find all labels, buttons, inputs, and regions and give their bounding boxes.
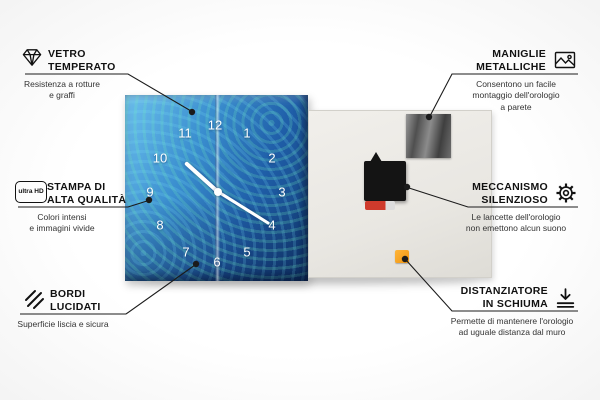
diamond-icon [20, 46, 44, 69]
callout-title-distanziatore-in-schiuma: DISTANZIATORE IN SCHIUMA [460, 285, 548, 310]
down-arrow-wall-icon [553, 286, 578, 311]
gear-icon [553, 180, 579, 206]
minute-hand [217, 190, 270, 226]
clock-mechanism [364, 152, 406, 210]
callout-desc-maniglie-metalliche: Consentono un facile montaggio dell'orol… [472, 79, 560, 112]
clock-front-glass: 1 2 3 4 5 6 7 8 9 10 11 12 [125, 95, 308, 281]
clock-number: 5 [243, 244, 251, 260]
clock-number: 12 [207, 117, 223, 133]
callout-title-stampa-alta-qualita: STAMPA DI ALTA QUALITÀ [47, 181, 127, 206]
callout-title-maniglie-metalliche: MANIGLIE METALLICHE [476, 48, 546, 73]
callout-title-vetro-temperato: VETRO TEMPERATO [48, 48, 116, 73]
callout-desc-distanziatore-in-schiuma: Permette di mantenere l'orologio ad ugua… [450, 316, 574, 338]
callout-desc-vetro-temperato: Resistenza a rotture e graffi [23, 79, 101, 101]
callout-title-meccanismo-silenzioso: MECCANISMO SILENZIOSO [472, 181, 548, 206]
callout-title-bordi-lucidati: BORDI LUCIDATI [50, 288, 101, 313]
hanger-hook [370, 152, 382, 162]
metal-hanger-plate [406, 114, 451, 158]
ultra-hd-icon: ultra HD [15, 181, 47, 203]
product-shadow [140, 277, 480, 286]
callout-desc-bordi-lucidati: Superficie liscia e sicura [17, 319, 109, 329]
polished-edges-icon [22, 287, 46, 311]
clock-number: 4 [268, 217, 276, 233]
callout-desc-stampa-alta-qualita: Colori intensi e immagini vivide [29, 212, 95, 234]
clock-center-cap [214, 188, 222, 196]
clock-number: 10 [152, 150, 168, 166]
foam-spacer [395, 250, 409, 263]
clock-number: 6 [213, 254, 221, 270]
callout-desc-meccanismo-silenzioso: Le lancette dell'orologio non emettono a… [465, 212, 567, 234]
battery [365, 201, 395, 210]
clock-number: 2 [268, 150, 276, 166]
clock-back-panel [308, 110, 492, 278]
clock-number: 11 [178, 125, 192, 141]
clock-number: 1 [243, 125, 251, 141]
clock-number: 3 [278, 184, 286, 200]
clock-number: 8 [156, 217, 164, 233]
ultra-hd-icon-label: ultra HD [15, 181, 47, 203]
picture-frame-icon [552, 48, 578, 72]
clock-number: 9 [146, 184, 154, 200]
clock-number: 7 [182, 244, 190, 260]
